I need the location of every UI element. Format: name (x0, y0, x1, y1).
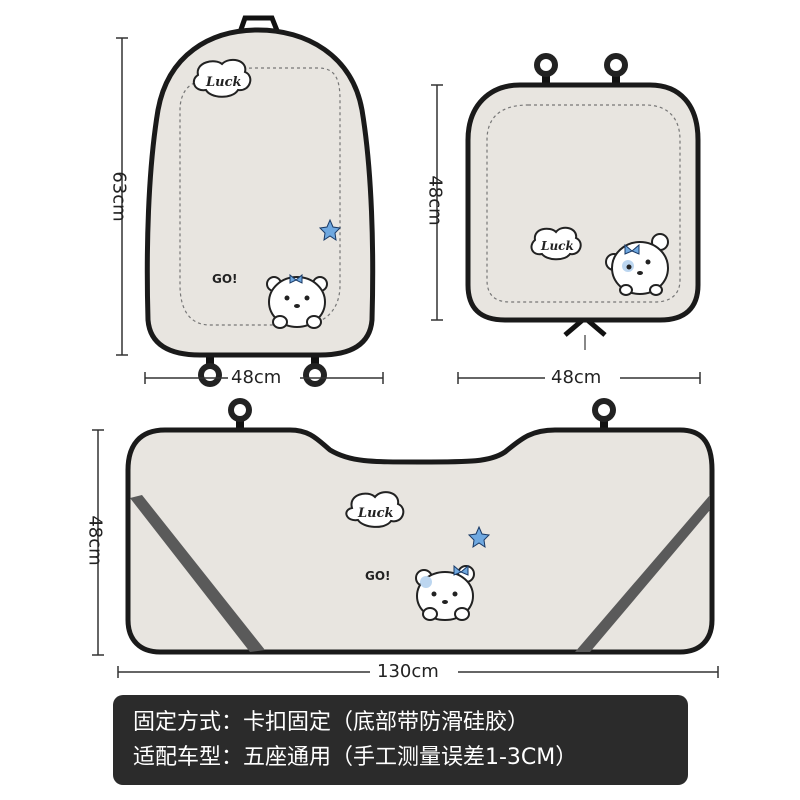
bear-icon (266, 273, 328, 329)
front-seat-cushion: Luck (465, 53, 701, 350)
bear-icon (605, 233, 669, 296)
front-seat-width-label: 48cm (551, 367, 602, 388)
info-box: 固定方式：卡扣固定（底部带防滑硅胶） 适配车型：五座通用（手工测量误差1-3CM… (113, 695, 688, 785)
go-text: GO! (212, 272, 238, 286)
luck-text: Luck (357, 506, 394, 521)
luck-bubble-icon (345, 491, 405, 528)
rear-seat-height-label: 48cm (84, 515, 106, 566)
compatible-models-text: 适配车型：五座通用（手工测量误差1-3CM） (133, 745, 578, 770)
diagonal-band (130, 495, 265, 652)
diagonal-band (575, 495, 710, 652)
go-text: GO! (365, 569, 391, 583)
fixing-method-text: 固定方式：卡扣固定（底部带防滑硅胶） (133, 710, 530, 735)
luck-text: Luck (205, 75, 242, 90)
rear-seat-cushion: Luck GO! (125, 398, 715, 655)
rear-seat-width-label: 130cm (377, 661, 439, 682)
backrest-width-label: 48cm (231, 367, 282, 388)
luck-bubble-icon (192, 58, 252, 98)
backrest-handle (235, 15, 283, 39)
backrest-cushion: Luck GO! (144, 15, 376, 387)
front-seat-height-label: 48cm (424, 175, 446, 226)
star-icon (318, 218, 342, 242)
dimension-lines (92, 37, 719, 678)
backrest-height-label: 63cm (108, 171, 130, 222)
bear-icon (415, 564, 475, 621)
star-icon (467, 525, 491, 549)
luck-bubble-icon (530, 226, 582, 261)
luck-text: Luck (540, 239, 574, 253)
